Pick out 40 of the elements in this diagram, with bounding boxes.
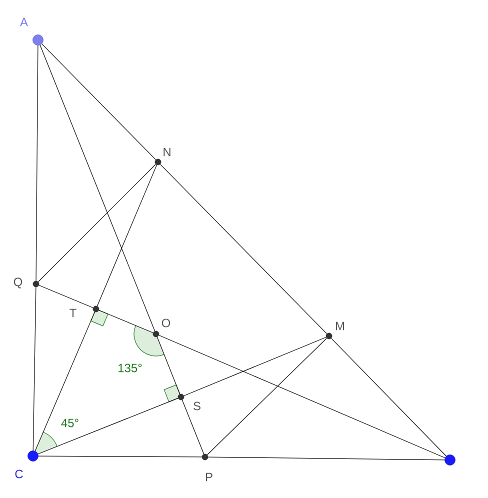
node-label: S [194, 402, 200, 410]
line-segment [207, 338, 327, 456]
line-segment [34, 312, 96, 452]
line-segment [96, 164, 158, 306]
line-segment [182, 400, 204, 454]
point: T [70, 306, 100, 318]
line-segment [42, 44, 156, 160]
line-segment [38, 456, 202, 458]
line-segment [160, 164, 328, 334]
point: C [15, 450, 38, 478]
point: O [152, 318, 170, 338]
node-label: C [15, 470, 23, 478]
node-label: T [70, 308, 76, 318]
point: P [202, 454, 212, 482]
point: A [20, 18, 44, 46]
node-label: M [336, 322, 344, 330]
node-label: N [164, 148, 170, 156]
point: S [178, 394, 200, 410]
node-label: Q [14, 278, 22, 288]
node-label: A [20, 18, 28, 26]
point [444, 454, 456, 466]
line-segment [156, 336, 180, 394]
line-segment [36, 45, 38, 282]
angle-label: 135° [118, 364, 142, 372]
line-segment [38, 398, 178, 454]
point: Q [14, 278, 40, 288]
line-segment [40, 44, 156, 332]
line-segment [330, 338, 447, 456]
node-label: O [162, 318, 170, 328]
line-segment [158, 334, 446, 458]
line-segment [208, 456, 445, 460]
line-segment [98, 310, 154, 334]
line-segment [38, 164, 156, 282]
angle-label: 45° [61, 418, 78, 428]
line-segment [184, 336, 326, 396]
point: M [326, 322, 344, 340]
line-segment [32, 286, 36, 451]
line-segment [38, 284, 94, 308]
point: N [154, 148, 170, 166]
node-label: P [206, 472, 212, 482]
